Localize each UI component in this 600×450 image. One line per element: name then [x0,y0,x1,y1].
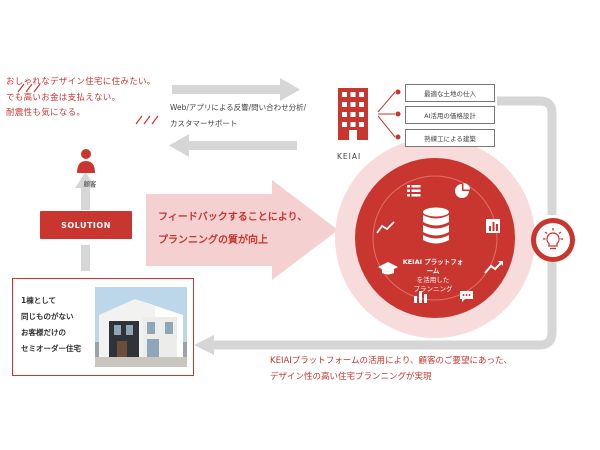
feedback-text: フィードバックすることにより、 プランニングの質が向上 [158,206,307,252]
house-card-line: お客様だけの [21,328,66,337]
bar-chart-icon [414,291,427,303]
service-line: Web/アプリによる反響/問い合わせ分析/ [170,103,307,112]
quote-line: 耐震性も気になる。 [6,108,86,118]
feedback-line: プランニングの質が向上 [158,235,268,246]
quote-strokes [17,83,159,125]
result-text: KEIAIプラットフォームの活用により、顧客のご要望にあった、 デザイン性の高い… [270,353,512,385]
pie-chart-icon [455,183,470,198]
platform-title: KEIAI プラットフォーム [402,258,464,275]
feedback-arrow [146,180,338,280]
platform-line: を活用した [416,276,450,284]
arrow-to-company [172,78,300,101]
quote-line: でも高いお金は支払えない。 [6,92,121,103]
house-photo [95,287,187,367]
list-icon [407,185,421,197]
platform-circle [335,138,535,338]
chat-bubble-icon [460,291,473,302]
service-description: Web/アプリによる反響/問い合わせ分析/ カスタマーサポート [170,100,306,132]
platform-text: KEIAI プラットフォーム を活用した プランニング [401,258,465,294]
connector-lines [377,89,401,140]
trend-arrow-icon [484,261,503,274]
graduation-cap-icon [378,262,398,275]
feature-box-construction: 熟練工による建築 [405,129,495,147]
quote-line: おしゃれなデザイン住宅に住みたい。 [6,77,156,87]
lightbulb-icon [543,228,563,250]
feature-box-land: 最適な土地の仕入 [405,84,495,102]
column-chart-icon [486,219,500,233]
result-line: デザイン性の高い住宅プランニングが実現 [270,372,432,382]
arrow-solution-up [75,172,96,210]
arrow-to-customer [169,134,297,157]
database-icon [423,207,449,244]
customer-label: 顧客 [83,180,97,188]
house-card-line: セミオーダー住宅 [21,344,81,353]
feature-box-pricing: AI活用の価格設計 [405,106,495,124]
house-card: 1棟として 同じものがない お客様だけの セミオーダー住宅 [12,278,194,376]
feedback-line: フィードバックすることにより、 [158,212,308,223]
house-card-text: 1棟として 同じものがない お客様だけの セミオーダー住宅 [21,293,81,357]
building-icon [338,88,368,140]
person-icon [77,149,95,173]
line-chart-icon [376,221,395,234]
company-label: KEIAI [337,152,362,161]
result-line: KEIAIプラットフォームの活用により、顧客のご要望にあった、 [270,356,513,366]
customer-quote: おしゃれなデザイン住宅に住みたい。 でも高いお金は支払えない。 耐震性も気になる… [6,75,176,122]
arrow-house-up [81,245,90,271]
house-card-line: 同じものがない [21,312,74,321]
solution-badge: SOLUTION [40,211,132,239]
service-line: カスタマーサポート [170,119,238,128]
loop-arrow [194,96,557,355]
house-card-line: 1棟として [21,296,56,305]
lightbulb-circle [531,218,575,262]
platform-line: プランニング [413,285,453,293]
